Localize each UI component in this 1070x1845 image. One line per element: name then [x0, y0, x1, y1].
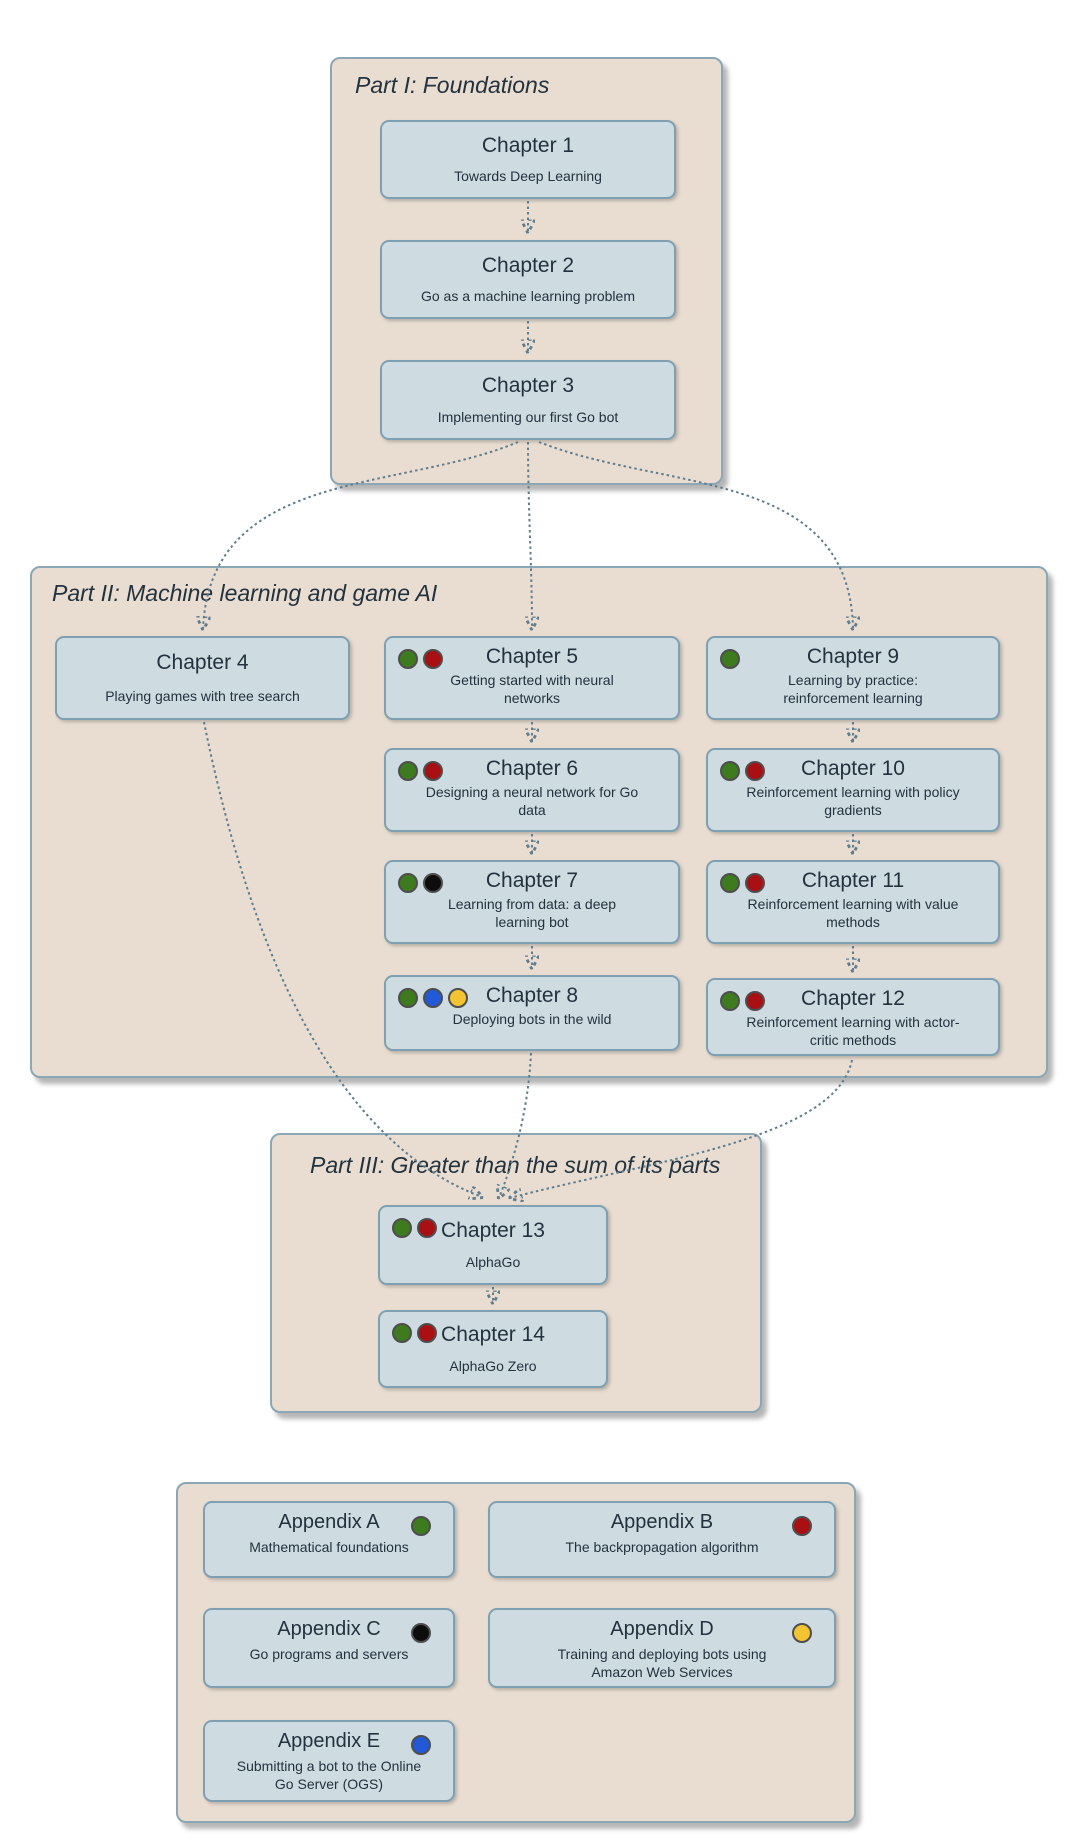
chapter-10-title: Chapter 10	[801, 757, 905, 780]
appendix-a-subtitle: Mathematical foundations	[249, 1539, 409, 1555]
chapter-6-box: Chapter 6 Designing a neural network for…	[384, 748, 680, 832]
red-dot-icon	[745, 761, 765, 781]
chapter-9-title: Chapter 9	[806, 645, 900, 668]
chapter-6-title: Chapter 6	[485, 757, 579, 780]
red-dot-icon	[745, 991, 765, 1011]
black-dot-icon	[411, 1623, 431, 1643]
green-dot-icon	[720, 991, 740, 1011]
appendix-d-box: Appendix D Training and deploying bots u…	[488, 1608, 836, 1688]
chapter-8-title: Chapter 8	[485, 984, 579, 1007]
chapter-7-tags	[398, 873, 443, 893]
black-dot-icon	[423, 873, 443, 893]
appendix-e-title: Appendix E	[277, 1730, 381, 1752]
chapter-9-box: Chapter 9 Learning by practice: reinforc…	[706, 636, 1000, 720]
appendix-b-box: Appendix B The backpropagation algorithm	[488, 1501, 836, 1578]
chapter-8-box: Chapter 8 Deploying bots in the wild	[384, 975, 680, 1051]
chapter-13-subtitle: AlphaGo	[465, 1253, 521, 1270]
chapter-4-subtitle: Playing games with tree search	[105, 687, 300, 704]
chapter-14-tags	[392, 1323, 437, 1343]
chapter-12-subtitle: Reinforcement learning with actor-critic…	[746, 1014, 960, 1049]
chapter-10-tags	[720, 761, 765, 781]
red-dot-icon	[423, 761, 443, 781]
chapter-11-subtitle: Reinforcement learning with value method…	[747, 896, 959, 931]
chapter-13-title: Chapter 13	[441, 1218, 545, 1242]
green-dot-icon	[392, 1218, 412, 1238]
chapter-5-box: Chapter 5 Getting started with neural ne…	[384, 636, 680, 720]
chapter-2-title: Chapter 2	[481, 253, 575, 277]
chapter-3-subtitle: Implementing our first Go bot	[437, 408, 619, 425]
chapter-3-title: Chapter 3	[481, 373, 575, 397]
red-dot-icon	[423, 649, 443, 669]
chapter-4-box: Chapter 4 Playing games with tree search	[55, 636, 350, 720]
appendix-e-subtitle: Submitting a bot to the Online Go Server…	[236, 1758, 422, 1793]
appendix-d-title: Appendix D	[610, 1618, 714, 1640]
green-dot-icon	[720, 873, 740, 893]
red-dot-icon	[417, 1218, 437, 1238]
green-dot-icon	[392, 1323, 412, 1343]
chapter-14-title: Chapter 14	[441, 1323, 545, 1347]
green-dot-icon	[720, 761, 740, 781]
appendix-c-title: Appendix C	[277, 1618, 381, 1640]
chapter-8-tags	[398, 988, 468, 1008]
red-dot-icon	[792, 1516, 812, 1536]
chapter-7-title: Chapter 7	[485, 869, 579, 892]
appendix-d-subtitle: Training and deploying bots using Amazon…	[557, 1646, 767, 1681]
chapter-1-box: Chapter 1 Towards Deep Learning	[380, 120, 676, 199]
chapter-12-tags	[720, 991, 765, 1011]
chapter-9-subtitle: Learning by practice: reinforcement lear…	[783, 672, 923, 707]
appendix-c-box: Appendix C Go programs and servers	[203, 1608, 455, 1688]
green-dot-icon	[398, 761, 418, 781]
chapter-8-subtitle: Deploying bots in the wild	[452, 1011, 612, 1028]
chapter-11-box: Chapter 11 Reinforcement learning with v…	[706, 860, 1000, 944]
chapter-5-tags	[398, 649, 443, 669]
green-dot-icon	[398, 988, 418, 1008]
appendix-e-box: Appendix E Submitting a bot to the Onlin…	[203, 1720, 455, 1802]
chapter-13-box: Chapter 13 AlphaGo	[378, 1205, 608, 1285]
part3-title: Part III: Greater than the sum of its pa…	[310, 1152, 721, 1178]
chapter-6-subtitle: Designing a neural network for Go data	[425, 784, 639, 819]
chapter-2-box: Chapter 2 Go as a machine learning probl…	[380, 240, 676, 319]
part2-title: Part II: Machine learning and game AI	[52, 580, 438, 606]
green-dot-icon	[720, 649, 740, 669]
yellow-dot-icon	[792, 1623, 812, 1643]
appendix-a-box: Appendix A Mathematical foundations	[203, 1501, 455, 1578]
green-dot-icon	[411, 1516, 431, 1536]
chapter-2-subtitle: Go as a machine learning problem	[420, 288, 635, 305]
chapter-7-box: Chapter 7 Learning from data: a deep lea…	[384, 860, 680, 944]
appendix-b-subtitle: The backpropagation algorithm	[565, 1539, 759, 1555]
appendix-c-subtitle: Go programs and servers	[249, 1646, 409, 1662]
chapter-3-box: Chapter 3 Implementing our first Go bot	[380, 360, 676, 440]
blue-dot-icon	[411, 1735, 431, 1755]
yellow-dot-icon	[448, 988, 468, 1008]
red-dot-icon	[745, 873, 765, 893]
chapter-5-subtitle: Getting started with neural networks	[450, 672, 614, 707]
chapter-10-box: Chapter 10 Reinforcement learning with p…	[706, 748, 1000, 832]
part1-title: Part I: Foundations	[355, 72, 550, 98]
appendix-a-title: Appendix A	[278, 1511, 380, 1533]
chapter-6-tags	[398, 761, 443, 781]
chapter-13-tags	[392, 1218, 437, 1238]
red-dot-icon	[417, 1323, 437, 1343]
appendix-b-title: Appendix B	[610, 1511, 714, 1533]
chapter-14-box: Chapter 14 AlphaGo Zero	[378, 1310, 608, 1388]
chapter-11-tags	[720, 873, 765, 893]
green-dot-icon	[398, 649, 418, 669]
chapter-7-subtitle: Learning from data: a deep learning bot	[447, 896, 617, 931]
chapter-14-subtitle: AlphaGo Zero	[449, 1357, 537, 1374]
chapter-1-title: Chapter 1	[481, 133, 575, 157]
chapter-10-subtitle: Reinforcement learning with policy gradi…	[746, 784, 960, 819]
green-dot-icon	[398, 873, 418, 893]
chapter-11-title: Chapter 11	[801, 869, 905, 892]
chapter-5-title: Chapter 5	[485, 645, 579, 668]
chapter-12-box: Chapter 12 Reinforcement learning with a…	[706, 978, 1000, 1056]
blue-dot-icon	[423, 988, 443, 1008]
chapter-12-title: Chapter 12	[801, 987, 905, 1010]
chapter-9-tags	[720, 649, 740, 669]
chapter-1-subtitle: Towards Deep Learning	[454, 168, 602, 185]
chapter-4-title: Chapter 4	[156, 651, 249, 675]
